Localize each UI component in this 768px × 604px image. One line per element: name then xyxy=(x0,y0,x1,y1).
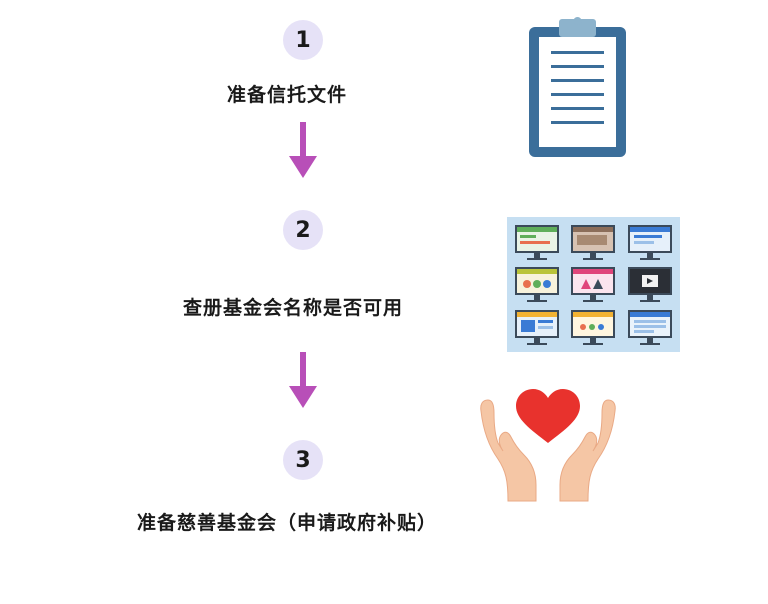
step-2-label: 查册基金会名称是否可用 xyxy=(183,297,404,319)
down-arrow-icon xyxy=(289,352,317,408)
down-arrow-icon xyxy=(289,122,317,178)
hands-heart-icon xyxy=(480,389,616,502)
monitor-grid-icon xyxy=(507,217,680,352)
clipboard-icon xyxy=(529,17,626,157)
step-2-number-badge: 2 xyxy=(283,210,323,250)
step-3-label: 准备慈善基金会（申请政府补贴） xyxy=(137,512,438,534)
step-3-number-badge: 3 xyxy=(283,440,323,480)
step-1-label: 准备信托文件 xyxy=(227,84,348,106)
step-1-number-badge: 1 xyxy=(283,20,323,60)
